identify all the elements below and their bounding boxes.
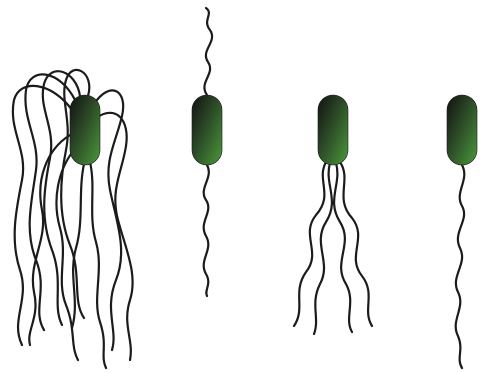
- bacterium-cell-body: [192, 95, 222, 165]
- flagella-group-monotrichous: [456, 165, 465, 368]
- flagellum: [96, 113, 133, 360]
- bacterium-cell-body: [70, 95, 100, 165]
- flagella-group-lophotrichous: [294, 162, 372, 334]
- bacterium-peritrichous: [13, 70, 133, 368]
- bacterium-monotrichous: [447, 95, 477, 368]
- flagellum: [456, 165, 465, 368]
- flagellum-top: [204, 8, 212, 95]
- bacterium-lophotrichous: [294, 95, 372, 334]
- flagellum: [90, 162, 106, 368]
- bacterium-amphitrichous: [192, 8, 222, 296]
- bacterium-cell-body: [447, 95, 477, 165]
- flagellum-bottom: [204, 165, 209, 296]
- bacterium-cell-body: [318, 95, 348, 165]
